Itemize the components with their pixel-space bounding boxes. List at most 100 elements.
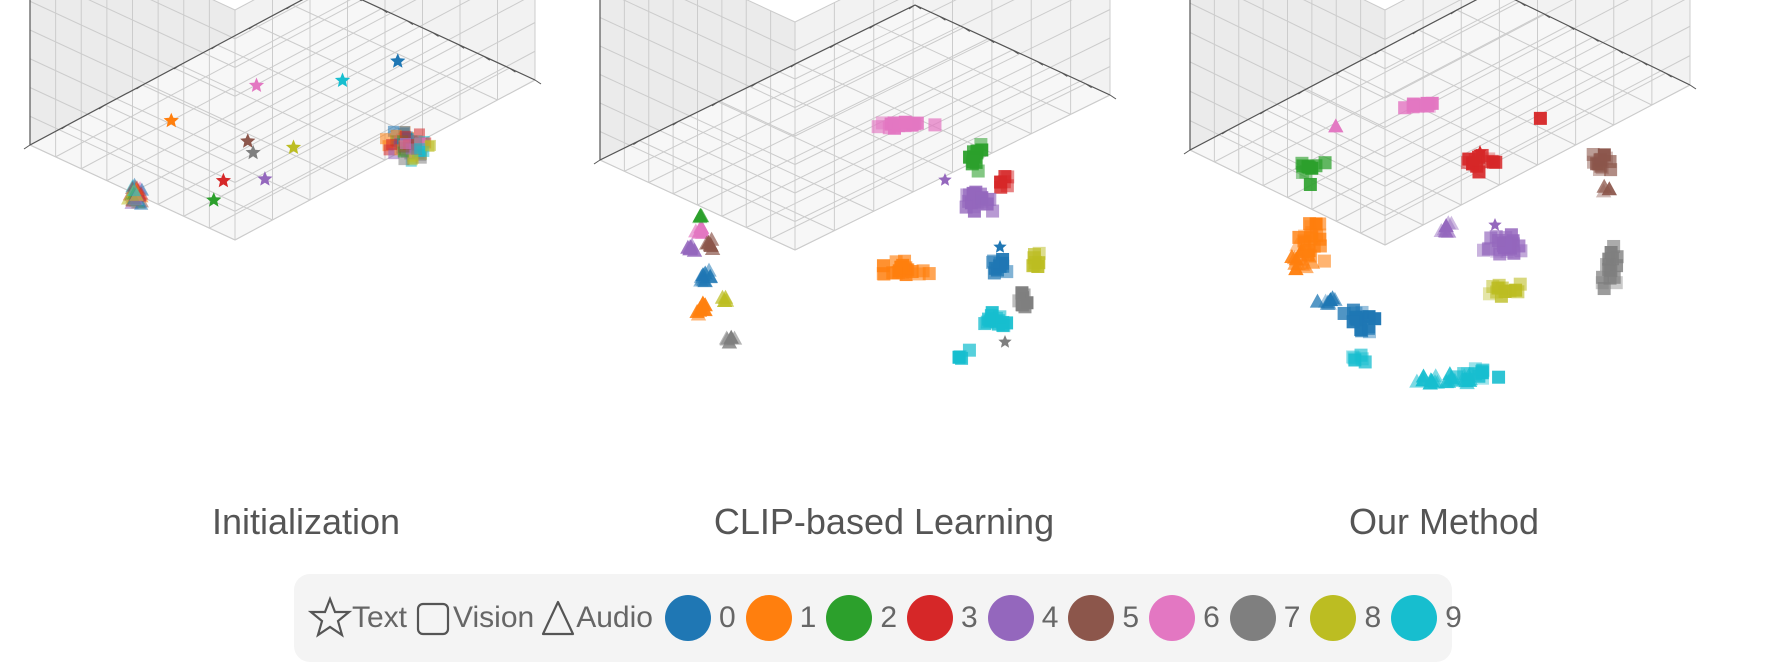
audio-point-class-0 (1327, 291, 1343, 306)
text-point-class-4 (1488, 218, 1502, 231)
legend-class-label-2: 2 (880, 601, 897, 634)
vision-point-class-8 (424, 139, 436, 151)
legend-swatch-8 (1310, 595, 1357, 641)
vision-point-class-5 (1593, 153, 1607, 167)
text-point-class-5 (240, 133, 256, 148)
text-point-class-8 (285, 139, 302, 154)
legend-audio-label: Audio (576, 601, 653, 634)
audio-point-class-1 (1286, 250, 1303, 265)
audio-point-class-0 (1309, 293, 1326, 308)
vision-point-class-8 (1492, 278, 1506, 292)
panel-title-initialization: Initialization (212, 501, 400, 542)
audio-point-class-4 (682, 240, 698, 255)
audio-point-class-7 (719, 331, 735, 346)
legend-swatch-3 (907, 595, 953, 641)
legend-vision-label: Vision (453, 601, 535, 634)
audio-point-class-1 (1288, 261, 1304, 276)
legend-swatch-1 (745, 595, 792, 641)
vision-point-class-1 (380, 133, 392, 145)
vision-point-class-1 (912, 267, 926, 281)
vision-point-class-1 (390, 129, 402, 141)
vision-point-class-0 (1362, 310, 1376, 324)
panel-initialization (23, 0, 542, 241)
points-clip-based-learning (680, 115, 1046, 365)
vision-point-class-4 (388, 148, 400, 160)
vision-point-class-3 (1472, 165, 1486, 179)
vision-point-class-3 (386, 139, 398, 151)
vision-point-class-7 (1597, 282, 1611, 296)
vision-point-class-9 (1457, 367, 1471, 381)
text-point-class-4 (257, 171, 273, 186)
vision-point-class-7 (1602, 262, 1616, 276)
vision-point-class-7 (415, 152, 427, 164)
text-point-class-9 (334, 72, 351, 87)
vision-point-class-7 (1607, 239, 1621, 253)
vision-point-class-7 (1015, 298, 1029, 312)
legend-swatch-4 (987, 595, 1034, 641)
vision-point-class-9 (1492, 370, 1506, 384)
legend-swatch-6 (1149, 595, 1196, 641)
audio-point-class-6 (694, 220, 710, 235)
audio-point-class-1 (691, 302, 708, 317)
star-icon (308, 596, 352, 638)
vision-point-class-3 (399, 130, 411, 142)
vision-point-class-1 (1313, 239, 1327, 253)
vision-point-class-1 (889, 266, 903, 280)
vision-point-class-4 (1477, 243, 1491, 257)
audio-point-class-2 (693, 208, 710, 223)
text-point-class-3 (215, 172, 231, 188)
panel-title-clip-based-learning: CLIP-based Learning (714, 501, 1054, 542)
vision-point-class-1 (1303, 231, 1317, 245)
panel-title-our-method: Our Method (1349, 501, 1539, 542)
text-point-class-2 (206, 192, 222, 207)
vision-point-class-1 (1303, 217, 1317, 231)
vision-point-class-3 (1489, 155, 1503, 169)
vision-point-class-2 (966, 155, 980, 169)
vision-point-class-3 (1468, 153, 1482, 167)
text-point-class-3 (1473, 145, 1487, 158)
vision-point-class-7 (1595, 276, 1609, 290)
vision-point-class-6 (1406, 100, 1420, 114)
legend-text-label: Text (352, 601, 408, 634)
legend-class-label-8: 8 (1364, 601, 1382, 634)
audio-point-class-8 (716, 293, 733, 307)
vision-point-class-6 (928, 118, 942, 132)
audio-point-class-4 (1433, 223, 1449, 237)
vision-point-class-3 (413, 128, 425, 140)
vision-point-class-8 (1513, 277, 1527, 291)
vision-point-class-1 (1313, 217, 1327, 231)
audio-point-class-6 (1328, 118, 1344, 133)
vision-point-class-6 (871, 120, 885, 134)
vision-point-class-6 (887, 116, 901, 130)
vision-point-class-9 (1347, 351, 1361, 365)
vision-point-class-9 (414, 143, 426, 155)
vision-point-class-7 (1605, 252, 1619, 266)
legend-swatch-9 (1391, 595, 1438, 641)
vision-point-class-0 (1346, 315, 1360, 329)
vision-point-class-7 (398, 154, 410, 166)
text-point-class-0 (390, 53, 406, 68)
vision-point-class-1 (1317, 254, 1331, 268)
vision-point-class-2 (1318, 156, 1332, 170)
vision-point-class-8 (407, 152, 419, 164)
audio-point-class-9 (1409, 373, 1425, 388)
points-initialization (121, 53, 436, 210)
vision-point-class-3 (997, 175, 1011, 189)
vision-point-class-6 (898, 115, 912, 129)
vision-point-class-2 (1303, 177, 1317, 191)
vision-point-class-8 (1027, 258, 1041, 272)
vision-point-class-0 (1362, 320, 1376, 334)
legend-swatch-5 (1068, 595, 1115, 641)
vision-point-class-3 (1533, 111, 1547, 125)
audio-point-class-0 (701, 262, 717, 277)
legend-class-label-5: 5 (1122, 601, 1140, 634)
legend-audio: Audio (540, 596, 653, 640)
text-point-class-7 (998, 335, 1012, 348)
audio-point-class-9 (1429, 374, 1445, 389)
legend-text: Text (308, 596, 407, 640)
vision-point-class-8 (1494, 289, 1508, 303)
audio-point-class-0 (1321, 295, 1337, 310)
